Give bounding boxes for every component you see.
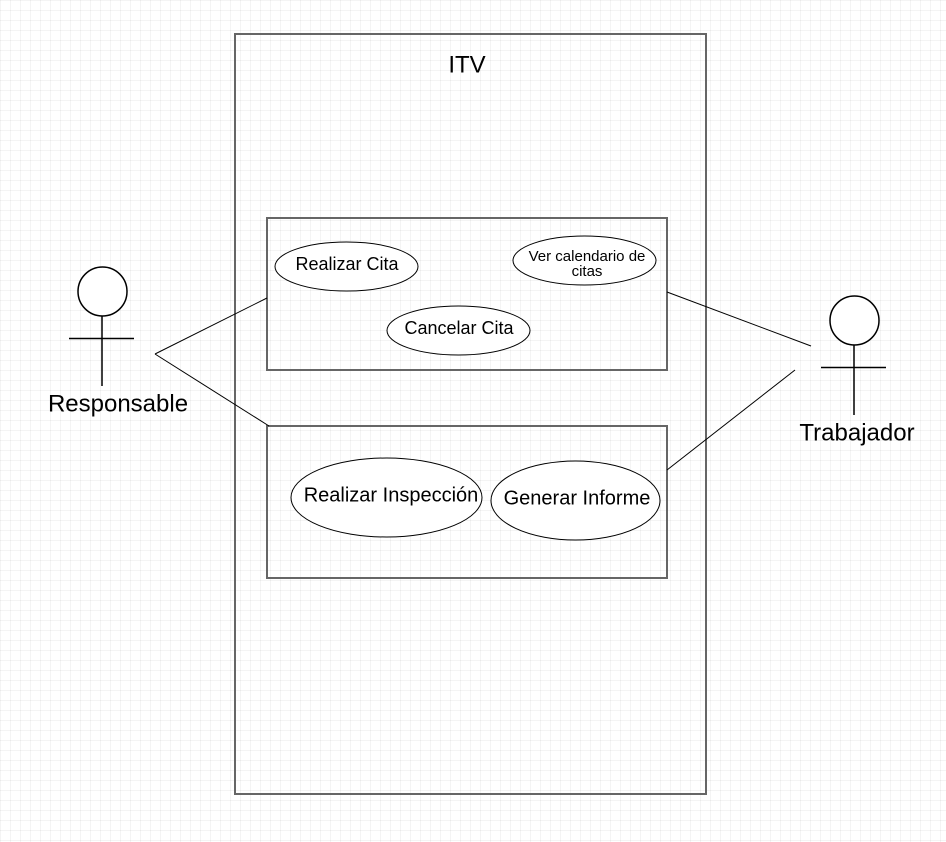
use-case-label: Realizar Cita	[295, 254, 399, 274]
actor-head	[77, 266, 128, 317]
association-responsable-citas[interactable]	[154, 297, 268, 355]
stick-figure-icon	[821, 295, 886, 415]
use-case-ellipse	[490, 460, 661, 541]
association-trabajador-citas[interactable]	[666, 291, 812, 347]
group-inspeccion-rect	[266, 425, 668, 579]
use-case-ellipse	[274, 241, 419, 292]
use-case-ellipse	[512, 235, 657, 286]
use-case-ellipse	[290, 457, 483, 538]
use-case-ver-calendario[interactable]: Ver calendario de citas	[512, 235, 657, 286]
group-inspeccion[interactable]: Realizar Inspección Generar Informe	[266, 425, 668, 579]
association-responsable-inspeccion[interactable]	[154, 353, 270, 427]
group-citas-rect	[266, 217, 668, 371]
use-case-label: Cancelar Cita	[404, 318, 514, 338]
use-case-label: Generar Informe	[504, 487, 651, 509]
actor-responsable[interactable]: Responsable	[48, 266, 188, 417]
stick-figure-icon	[69, 266, 134, 386]
use-case-generar-informe[interactable]: Generar Informe	[490, 460, 661, 541]
system-boundary-rect	[234, 33, 707, 795]
actor-trabajador[interactable]: Trabajador	[799, 295, 915, 446]
use-case-label: Realizar Inspección	[304, 484, 479, 506]
use-case-cancelar-cita[interactable]: Cancelar Cita	[386, 305, 531, 356]
actor-name: Responsable	[48, 390, 188, 417]
use-case-realizar-cita[interactable]: Realizar Cita	[274, 241, 419, 292]
use-case-realizar-inspeccion[interactable]: Realizar Inspección	[290, 457, 483, 538]
actor-name: Trabajador	[799, 419, 914, 446]
group-citas[interactable]: Realizar Cita Ver calendario de citas Ca…	[266, 217, 668, 371]
actor-head	[829, 295, 880, 346]
use-case-label-line1: Ver calendario de	[529, 248, 646, 265]
association-trabajador-inspeccion[interactable]	[666, 369, 796, 471]
use-case-label-line2: citas	[572, 263, 603, 280]
system-boundary[interactable]: ITV	[234, 33, 707, 795]
system-title: ITV	[448, 51, 485, 78]
use-case-ellipse	[386, 305, 531, 356]
